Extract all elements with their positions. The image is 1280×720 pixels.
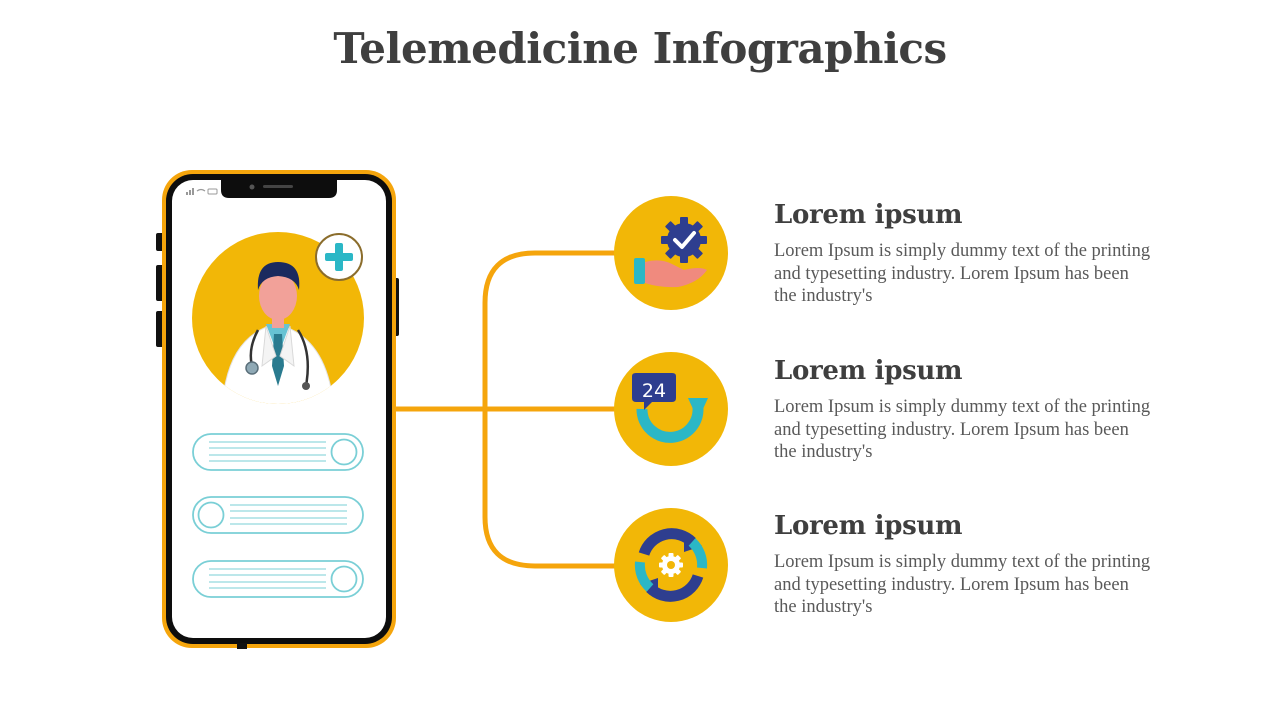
info-item-description: Lorem Ipsum is simply dummy text of the … (774, 241, 1151, 306)
24-label: 24 (642, 380, 666, 402)
info-item-title: Lorem ipsum (774, 511, 963, 541)
signal-icon (186, 188, 194, 195)
hand-gear-check-icon (614, 196, 728, 310)
connector-lines (395, 250, 616, 569)
info-item-2: Lorem ipsum Lorem Ipsum is simply dummy … (774, 356, 1154, 464)
wifi-icon (196, 188, 206, 192)
battery-icon (207, 188, 218, 195)
info-item-title: Lorem ipsum (774, 356, 963, 386)
24-hours-icon: 24 (614, 352, 728, 466)
medical-plus-icon (315, 233, 363, 281)
info-item-title: Lorem ipsum (774, 200, 963, 230)
slide-title: Telemedicine Infographics (333, 24, 947, 73)
gear-cycle-icon (614, 508, 728, 622)
info-item-1: Lorem ipsum Lorem Ipsum is simply dummy … (774, 200, 1154, 308)
info-item-description: Lorem Ipsum is simply dummy text of the … (774, 397, 1151, 462)
info-item-description: Lorem Ipsum is simply dummy text of the … (774, 552, 1151, 617)
message-bubble-icon (192, 433, 364, 598)
info-item-3: Lorem ipsum Lorem Ipsum is simply dummy … (774, 511, 1154, 619)
doctor-avatar-icon (192, 232, 364, 404)
